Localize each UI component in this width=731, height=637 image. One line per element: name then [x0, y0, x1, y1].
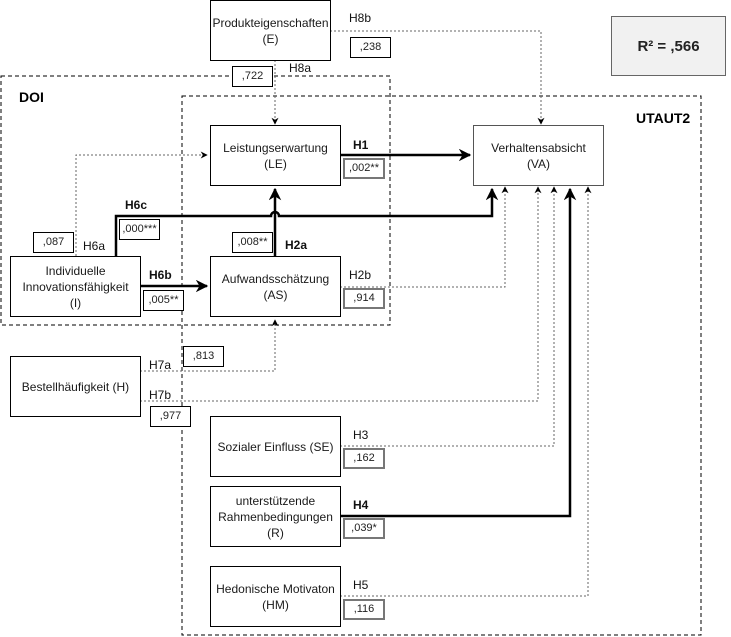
p-value-h8b: ,238 [350, 37, 391, 58]
construct-label: Sozialer Einfluss (SE) [217, 439, 334, 454]
p-value-h6c: ,000*** [119, 219, 160, 240]
construct-bestellhaeufigkeit[interactable]: Bestellhäufigkeit (H) [10, 356, 141, 417]
hypothesis-label-h5: H5 [353, 578, 369, 592]
construct-leistungserwartung[interactable]: Leistungserwartung(LE) [210, 125, 341, 186]
construct-abbr: (I) [69, 295, 82, 310]
utaut2-group-title: UTAUT2 [636, 110, 691, 126]
hypothesis-label-h6a: H6a [83, 239, 106, 253]
p-value-h6a: ,087 [33, 232, 74, 253]
path-h2b [340, 186, 509, 288]
path-h6c [114, 187, 499, 258]
p-value-h5: ,116 [343, 599, 385, 620]
path-h8b [330, 30, 545, 125]
path-h4 [340, 187, 577, 518]
hypothesis-label-h7b: H7b [149, 388, 172, 402]
construct-label-2: Rahmenbedingungen [218, 509, 333, 524]
path-h5 [340, 186, 592, 597]
construct-produkteigenschaften[interactable]: Produkteigenschaften(E) [210, 0, 331, 61]
construct-label: Verhaltensabsicht [491, 140, 586, 155]
hypothesis-label-h1: H1 [353, 138, 369, 152]
construct-abbr: (LE) [264, 156, 287, 171]
hypothesis-label-h6b: H6b [149, 268, 172, 282]
construct-label: unterstützende [235, 493, 316, 508]
path-h7a [140, 319, 279, 372]
hypothesis-label-h3: H3 [353, 428, 369, 442]
hypothesis-label-h8b: H8b [349, 11, 372, 25]
path-h6a [75, 151, 208, 256]
construct-abbr: (E) [262, 31, 279, 46]
p-value-h1: ,002** [343, 158, 385, 179]
p-value-h6b: ,005** [143, 290, 184, 311]
r-squared-box: R² = ,566 [611, 16, 726, 76]
path-h3 [340, 186, 558, 447]
hypothesis-label-h6c: H6c [125, 198, 148, 212]
p-value-h2b: ,914 [343, 288, 385, 309]
p-value-h7b: ,977 [150, 406, 191, 427]
construct-verhaltensabsicht[interactable]: Verhaltensabsicht(VA) [473, 125, 604, 186]
hypothesis-label-h4: H4 [353, 498, 369, 512]
construct-label: Individuelle [45, 263, 106, 278]
p-value-h2a: ,008** [232, 232, 273, 253]
doi-group-border [0, 75, 391, 326]
hypothesis-label-h2b: H2b [349, 268, 372, 282]
construct-label: Bestellhäufigkeit (H) [21, 379, 130, 394]
construct-aufwandsschaetzung[interactable]: Aufwandsschätzung(AS) [210, 256, 341, 317]
construct-abbr: (AS) [263, 287, 288, 302]
p-value-h7a: ,813 [183, 346, 224, 367]
construct-abbr: (VA) [526, 156, 551, 171]
path-h7b [140, 186, 542, 402]
construct-label: Hedonische Motivaton [216, 581, 335, 596]
construct-abbr: (R) [267, 525, 284, 540]
construct-label: Leistungserwartung [223, 140, 328, 155]
doi-group-title: DOI [19, 89, 44, 105]
construct-label: Produkteigenschaften [212, 15, 329, 30]
construct-abbr: (HM) [262, 597, 289, 612]
construct-hedonische-motivation[interactable]: Hedonische Motivaton(HM) [210, 566, 341, 627]
construct-sozialer-einfluss[interactable]: Sozialer Einfluss (SE) [210, 416, 341, 477]
p-value-h4: ,039* [343, 518, 385, 539]
hypothesis-label-h7a: H7a [149, 358, 172, 372]
construct-label-2: Innovationsfähigkeit [22, 279, 129, 294]
p-value-h8a: ,722 [232, 66, 273, 87]
hypothesis-label-h8a: H8a [289, 61, 312, 75]
utaut2-group-border [181, 95, 702, 636]
construct-label: Aufwandsschätzung [221, 271, 330, 286]
p-value-h3: ,162 [343, 448, 385, 469]
hypothesis-label-h2a: H2a [285, 238, 308, 252]
